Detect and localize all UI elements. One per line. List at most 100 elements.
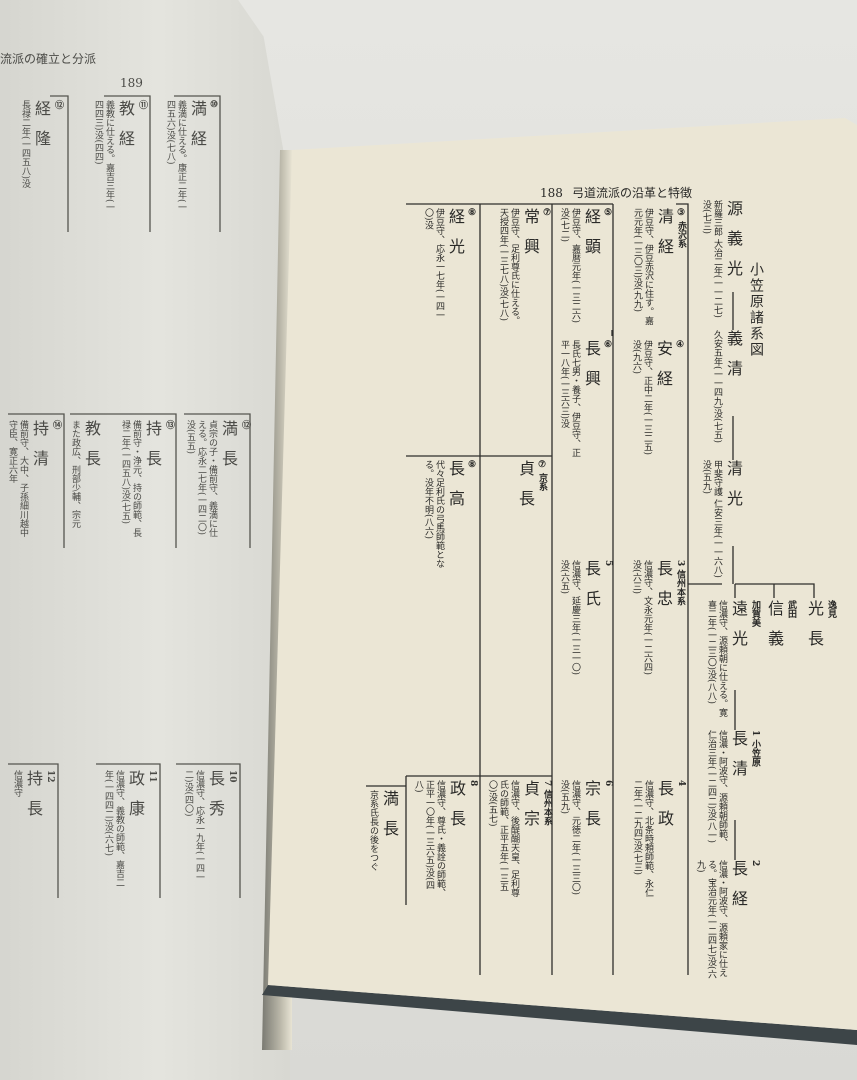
left-entry-10-nagahide: 10 長秀 信濃守、応永一九年(一四一二)没(四〇) bbox=[180, 770, 238, 890]
entry-name: 持清 bbox=[30, 420, 49, 480]
entry-label: 5 bbox=[603, 560, 613, 567]
entry-name: 長高 bbox=[446, 460, 465, 520]
entry-8-tsunemitsu: ⑧ 経光 伊豆守、応永一七年(一四一〇)没 bbox=[420, 208, 478, 328]
entry-name: 経顕 bbox=[582, 208, 601, 268]
entry-note: 信濃守 bbox=[12, 770, 22, 797]
entry-label: 6 bbox=[603, 780, 613, 787]
entry-label: 7 信州本系 bbox=[542, 780, 552, 826]
entry-label: ⑤ bbox=[603, 208, 613, 218]
entry-name: 光長 bbox=[805, 600, 824, 660]
entry-note: 備前守・浄元、持の師範、長禄二年(一四五八)没(七五) bbox=[120, 420, 141, 537]
entry-note: 代々足利氏の弓馬師範となる。没年不明(八六) bbox=[423, 460, 444, 568]
entry-note: 信濃・阿波守、源頼家に仕える。宝治元年(一二四七)没(六九) bbox=[695, 860, 727, 979]
entry-note: 伊豆守、足利尊氏に仕える。天授四年(一三七八)没(七八) bbox=[498, 208, 519, 325]
left-entry-11-norotsune: ⑪ 教経 義教に仕える。嘉吉三年(一四四三)没(四四) bbox=[90, 100, 148, 220]
entry-name: 清光 bbox=[724, 460, 743, 520]
entry-note: 新羅三郎 大治二年(一一二七)没(七三) bbox=[701, 200, 722, 318]
entry-name: 長清 bbox=[729, 730, 748, 790]
entry-label: ⑫ bbox=[240, 420, 250, 429]
right-running-head: 弓道流派の沿革と特徴 bbox=[572, 186, 693, 200]
entry-name: 義清 bbox=[724, 330, 743, 390]
entry-note: 伊豆守、応永一七年(一四一〇)没 bbox=[423, 208, 444, 320]
left-entry-13-mochinaga: ⑬ 持長 備前守・浄元、持の師範、長禄二年(一四五八)没(七五) bbox=[106, 420, 175, 540]
entry-name: 長政 bbox=[655, 780, 674, 840]
entry-5-tsuneaki: ⑤ 経顕 伊豆守、嘉暦元年(一三二六)没(七二) bbox=[556, 208, 614, 328]
entry-name: 持長 bbox=[24, 770, 43, 830]
entry-name: 満長 bbox=[380, 790, 399, 850]
chart-title: 小笠原諸系図 bbox=[748, 262, 764, 358]
entry-note: 伊豆守、伊豆赤沢に住す。嘉元元年(一三〇三)没(九九) bbox=[632, 208, 653, 325]
left-page bbox=[0, 0, 290, 1080]
entry-name: 貞長 bbox=[516, 460, 535, 520]
entry-label: ⑫ bbox=[53, 100, 63, 109]
entry-7-sadanaga: ⑦ 京系 貞長 bbox=[516, 460, 548, 520]
entry-note: 伊豆守、正中二年(一三二五)没(九六) bbox=[631, 340, 652, 456]
entry-name: 源義光 bbox=[724, 200, 743, 290]
entry-name: 経光 bbox=[446, 208, 465, 268]
entry-henmi-mitsunaga: 逸見 光長 bbox=[805, 600, 837, 660]
entry-note: 信濃守、義教の師範、嘉吉二年(一四四二)没(六七) bbox=[103, 770, 124, 887]
entry-label: 12 bbox=[45, 770, 55, 783]
entry-7-tsuneoki: ⑦ 常興 伊豆守、足利尊氏に仕える。天授四年(一三七八)没(七八) bbox=[484, 208, 553, 328]
entry-note: 信濃守、応永一九年(一四一二)没(四〇) bbox=[183, 770, 204, 882]
entry-label: ⑧ bbox=[467, 208, 477, 218]
left-entry-11-masayasu: 11 政康 信濃守、義教の師範、嘉吉二年(一四四二)没(六七) bbox=[100, 770, 158, 890]
left-tree-lines bbox=[8, 95, 251, 898]
left-entry-12-tsunetaka: ⑫ 経隆 長禄二年(一四五八)没 bbox=[18, 100, 64, 220]
entry-note: 信濃守、北条時頼師範、永仁二年(一二九四)没(七三) bbox=[632, 780, 653, 897]
entry-7-sadamune: 7 信州本系 貞宗 信濃守、後醍醐天皇、足利尊氏の師範、正平五年(一三五〇)没(… bbox=[484, 780, 553, 900]
entry-note: 信濃守、文永元年(一二六四)没(六三) bbox=[631, 560, 652, 676]
entry-4-nagamasa: 4 長政 信濃守、北条時頼師範、永仁二年(一二九四)没(七三) bbox=[618, 780, 687, 900]
entry-label: ⑦ 京系 bbox=[537, 460, 547, 492]
entry-label: 加賀美 bbox=[750, 600, 760, 627]
entry-note: 貞宗の子・備前守、義満に仕える。応永二七年(一四二〇)没(五五) bbox=[185, 420, 217, 537]
entry-label: 武田 bbox=[786, 600, 796, 618]
entry-name: 政長 bbox=[447, 780, 466, 840]
entry-label: 2 bbox=[750, 860, 760, 867]
entry-note: 長禄二年(一四五八)没 bbox=[20, 100, 30, 189]
entry-note: 長氏七男・養子、伊豆守、正平一八年(一三六三)没 bbox=[559, 340, 580, 457]
entry-label: ⑬ bbox=[164, 420, 174, 429]
entry-name: 長経 bbox=[729, 860, 748, 920]
entry-name: 清経 bbox=[655, 208, 674, 268]
entry-note: 久安五年(一一四九)没(七五) bbox=[712, 330, 722, 444]
entry-name: 持長 bbox=[143, 420, 162, 480]
entry-1-nagakiyo: 1 小笠原 長清 信濃・阿波守、源頼朝師範、仁治三年(一二四二)没(八一) bbox=[692, 730, 761, 850]
entry-8-masanaga: 8 政長 信濃守、尊氏・義詮の師範、正平一〇年(一三六五)没(四八) bbox=[410, 780, 479, 900]
entry-note: 信濃守、延慶三年(一三一〇)没(六五) bbox=[559, 560, 580, 676]
entry-name: 長忠 bbox=[654, 560, 673, 620]
entry-6-nagaoki: ⑥ 長興 長氏七男・養子、伊豆守、正平一八年(一三六三)没 bbox=[556, 340, 614, 460]
entry-3-nagatada: 3 信州本系 長忠 信濃守、文永元年(一二六四)没(六三) bbox=[628, 560, 686, 680]
entry-note: 備前守、大中、子孫細川越中守臣、寛正六年 bbox=[7, 420, 28, 537]
entry-label: ⑥ bbox=[603, 340, 613, 350]
entry-label: ⑭ bbox=[51, 420, 61, 429]
entry-name: 貞宗 bbox=[521, 780, 540, 840]
left-entry-12-mitsunaga: ⑫ 満長 貞宗の子・備前守、義満に仕える。応永二七年(一四二〇)没(五五) bbox=[182, 420, 251, 540]
left-running-head: 流派の確立と分派 bbox=[0, 52, 97, 66]
entry-name: 安経 bbox=[654, 340, 673, 400]
entry-mitsunaga: 満長 京系氏長の後をつぐ bbox=[366, 790, 399, 910]
entry-note: 義満に仕える。康正二年(一四五六)没(七八) bbox=[165, 100, 186, 212]
entry-label: 8 bbox=[468, 780, 478, 787]
entry-name: 教経 bbox=[116, 100, 135, 160]
entry-note: 伊豆守、嘉暦元年(一三二六)没(七二) bbox=[559, 208, 580, 324]
entry-note: 信濃守、尊氏・義詮の師範、正平一〇年(一三六五)没(四八) bbox=[413, 780, 445, 897]
entry-5-nagauji: 5 長氏 信濃守、延慶三年(一三一〇)没(六五) bbox=[556, 560, 614, 680]
left-page-number: 189 bbox=[120, 76, 143, 90]
entry-yoshikiyo: 義清 久安五年(一一四九)没(七五) bbox=[698, 330, 743, 450]
entry-name: 信義 bbox=[765, 600, 784, 660]
entry-label: 3 信州本系 bbox=[675, 560, 685, 606]
entry-label: ③ 赤沢系 bbox=[676, 208, 686, 249]
entry-label: ⑪ bbox=[137, 100, 147, 109]
entry-minamoto-yoshimitsu: 源義光 新羅三郎 大治二年(一一二七)没(七三) bbox=[698, 200, 743, 320]
entry-kiyomitsu: 清光 甲斐守護 仁安三年(一一六八)没(五九) bbox=[698, 460, 743, 580]
entry-label: 11 bbox=[147, 770, 157, 783]
entry-4-yasutsune: ④ 安経 伊豆守、正中二年(一三二五)没(九六) bbox=[628, 340, 686, 460]
entry-3-kiyotsune: ③ 赤沢系 清経 伊豆守、伊豆赤沢に住す。嘉元元年(一三〇三)没(九九) bbox=[618, 208, 687, 328]
entry-label: ⑦ bbox=[542, 208, 552, 218]
left-entry-10-mitsutsune: ⑩ 満経 義満に仕える。康正二年(一四五六)没(七八) bbox=[162, 100, 220, 220]
entry-name: 教長 bbox=[82, 420, 101, 480]
right-page-number: 188 bbox=[540, 186, 563, 200]
entry-label: 逸見 bbox=[826, 600, 836, 618]
